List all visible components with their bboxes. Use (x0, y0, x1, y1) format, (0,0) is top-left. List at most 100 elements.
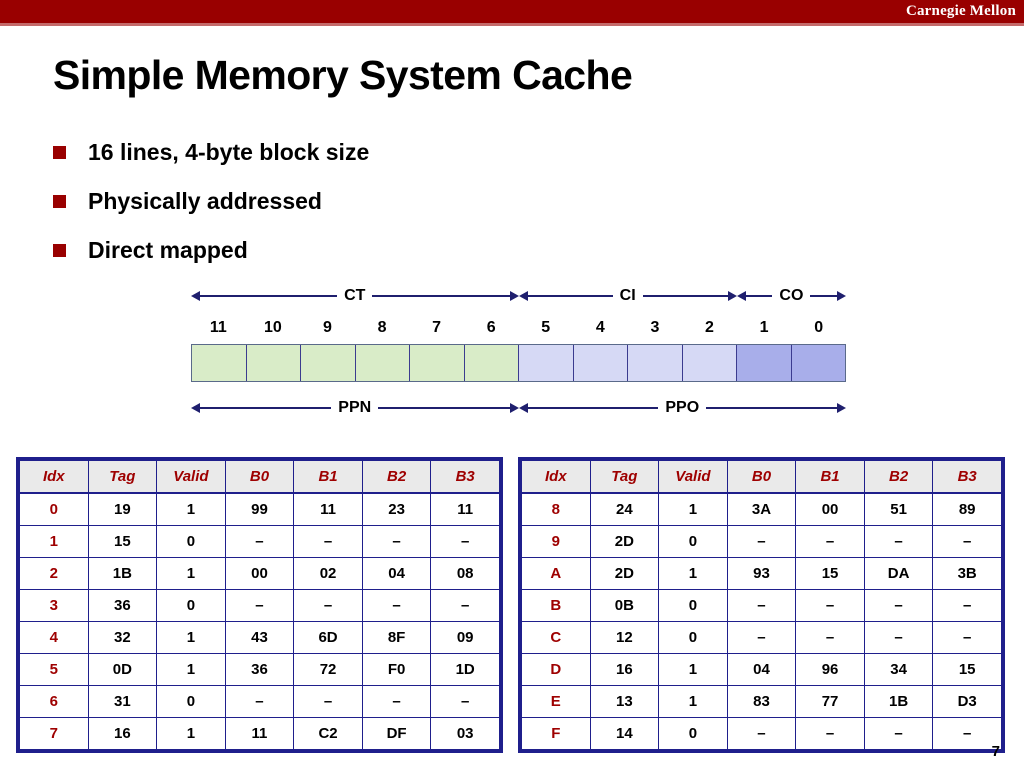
cache-field-co-span: CO (736, 286, 846, 306)
cache-cell-b3: – (932, 589, 1002, 622)
cache-cell-tag: 15 (87, 525, 158, 558)
cache-cell-b3: 09 (430, 621, 500, 654)
cache-cell-b0: 00 (224, 557, 295, 590)
cache-cell-tag: 2D (589, 525, 660, 558)
bullet-square-icon (53, 146, 66, 159)
column-header-tag: Tag (87, 460, 158, 494)
cache-cell-valid: 1 (156, 621, 226, 654)
cache-cell-b1: – (795, 525, 865, 558)
cache-index-cell: 5 (19, 653, 89, 686)
cache-cell-valid: 0 (156, 525, 226, 558)
cache-cell-b0: 3A (726, 492, 797, 526)
cache-index-cell: F (521, 717, 591, 750)
cache-cell-tag: 36 (87, 589, 158, 622)
bit-number-label: 5 (541, 319, 551, 336)
column-header-b1: B1 (795, 460, 865, 494)
cache-cell-b1: C2 (293, 717, 363, 750)
cache-cell-b3: 11 (430, 492, 500, 526)
arrow-right-icon (727, 291, 737, 301)
cache-cell-tag: 0D (87, 653, 158, 686)
span-line (706, 407, 838, 409)
arrow-right-icon (837, 403, 847, 413)
cache-cell-b1: 11 (293, 492, 363, 526)
arrow-left-icon (736, 291, 746, 301)
cache-cell-b3: 89 (932, 492, 1002, 526)
cache-cell-b0: – (224, 525, 295, 558)
cache-cell-b3: 03 (430, 717, 500, 750)
cache-cell-b2: F0 (361, 653, 432, 686)
address-bit-cells (191, 344, 846, 382)
cache-cell-b0: 36 (224, 653, 295, 686)
cache-cell-b3: 08 (430, 557, 500, 590)
arrow-left-icon (191, 403, 200, 413)
cache-index-cell: 7 (19, 717, 89, 750)
cache-cell-b2: DF (361, 717, 432, 750)
branding-bar (0, 0, 1024, 23)
cache-cell-b0: 11 (224, 717, 295, 750)
bullet-item: Physically addressed (53, 177, 693, 226)
cache-index-cell: C (521, 621, 591, 654)
cache-cell-tag: 14 (589, 717, 660, 750)
cache-index-cell: 0 (19, 492, 89, 526)
cache-cell-b0: – (726, 717, 797, 750)
cache-cell-b0: – (726, 525, 797, 558)
address-bit-cell-9 (301, 345, 356, 381)
cache-index-cell: 1 (19, 525, 89, 558)
span-line (527, 407, 659, 409)
column-header-b1: B1 (293, 460, 363, 494)
bit-number-label: 9 (322, 319, 332, 336)
address-bit-cell-3 (628, 345, 683, 381)
address-bit-cell-11 (192, 345, 247, 381)
cache-cell-b1: 96 (795, 653, 865, 686)
brand-label: Carnegie Mellon (905, 3, 1016, 19)
cache-cell-b2: – (863, 589, 934, 622)
address-bit-cell-6 (464, 345, 519, 381)
cache-cell-b2: 34 (863, 653, 934, 686)
column-header-b3: B3 (430, 460, 500, 494)
cache-cell-valid: 0 (658, 621, 728, 654)
cache-cell-tag: 2D (589, 557, 660, 590)
cache-cell-b0: – (224, 685, 295, 718)
cache-cell-b1: – (293, 525, 363, 558)
cache-cell-valid: 1 (658, 557, 728, 590)
column-header-valid: Valid (156, 460, 226, 494)
cache-field-ct-span: CT (191, 286, 519, 306)
branding-bar-underline (0, 23, 1024, 26)
arrow-right-icon (509, 403, 519, 413)
column-header-b2: B2 (361, 460, 432, 494)
cache-cell-b3: – (932, 717, 1002, 750)
cache-cell-valid: 1 (156, 492, 226, 526)
bit-number-label: 6 (486, 319, 496, 336)
column-header-idx: Idx (521, 460, 591, 494)
cache-cell-b2: 8F (361, 621, 432, 654)
span-line (378, 407, 510, 409)
cache-cell-b2: DA (863, 557, 934, 590)
address-bit-cell-7 (410, 345, 465, 381)
bullet-item-label: Direct mapped (88, 237, 248, 263)
cache-index-cell: D (521, 653, 591, 686)
cache-cell-b2: – (863, 621, 934, 654)
span-line (642, 295, 728, 297)
cache-cell-tag: 16 (87, 717, 158, 750)
page-title: Simple Memory System Cache (53, 52, 633, 98)
page-field-span-label: PPO (665, 399, 700, 416)
cache-cell-tag: 16 (589, 653, 660, 686)
cache-cell-tag: 24 (589, 492, 660, 526)
cache-index-cell: 9 (521, 525, 591, 558)
bit-number-label: 3 (650, 319, 660, 336)
bit-number-label: 8 (377, 319, 387, 336)
cache-index-cell: 8 (521, 492, 591, 526)
